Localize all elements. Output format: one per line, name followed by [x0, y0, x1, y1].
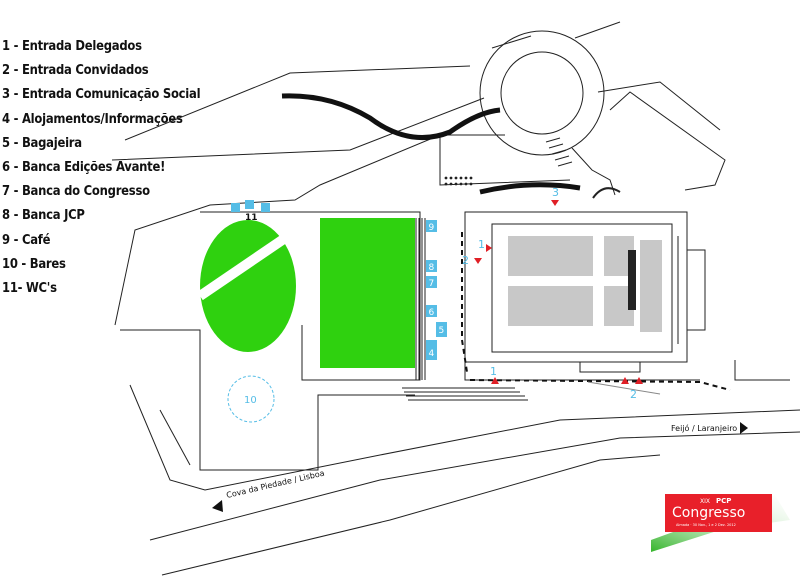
map-outlines: [111, 21, 800, 576]
arrow-east-icon: [740, 422, 748, 434]
legend-item-banca-edicoes-avante: 6 - Banca Edições Avante!: [2, 159, 166, 176]
ramp-north: [571, 147, 616, 196]
south-stairs: [402, 387, 528, 401]
roundabout-outer: [479, 30, 605, 156]
road-north-middle: [111, 97, 485, 161]
legend-item-banca-jcp: 8 - Banca JCP: [2, 207, 85, 224]
marker-2-south: 2: [630, 388, 637, 401]
marker-9-box: [426, 220, 437, 232]
logo-roman-numeral: XIX: [700, 498, 710, 505]
marker-3: 3: [552, 186, 559, 199]
field-area-outline: [200, 211, 421, 381]
marker-7: 7: [429, 279, 435, 289]
direction-east-label: Feijó / Laranjeiro: [671, 423, 737, 433]
marker-11: 11: [245, 213, 258, 223]
entrance-1-arrow: [486, 244, 492, 252]
stall-markers: 9 8 7 6 5 4: [426, 220, 447, 360]
marker-1-south: 1: [490, 365, 497, 378]
hall-south-porch: [579, 362, 641, 373]
marker-6-box: [426, 305, 437, 317]
oval-field-path: [197, 227, 297, 301]
parking-east: [609, 91, 726, 191]
marker-1-west: 1: [478, 238, 485, 251]
main-road-thick: [281, 93, 501, 140]
stage-block: [628, 250, 636, 310]
legend-item-bares: 10 - Bares: [2, 255, 66, 272]
curved-ramp: [592, 187, 621, 199]
entrance-2-south-arrow-b: [635, 377, 643, 384]
legend-item-entrada-comunicacao-social: 3 - Entrada Comunicação Social: [2, 86, 201, 103]
logo-party: PCP: [716, 497, 731, 505]
legend-item-bagajeira: 5 - Bagajeira: [2, 134, 82, 151]
marker-10: 10: [244, 395, 257, 406]
marker-8: 8: [429, 263, 435, 273]
green-rect-field: [320, 218, 415, 368]
access-road-thick: [479, 182, 581, 195]
legend-item-cafe: 9 - Café: [2, 231, 51, 248]
road-south-lane-1: [129, 384, 800, 491]
road-east-stub: [734, 360, 790, 381]
entrance-markers: [474, 200, 643, 384]
car-park-box: [439, 135, 571, 186]
marker-7-box: [426, 276, 437, 288]
road-south-lane-3: [161, 454, 661, 576]
logo-subtitle: Almada · 30 Nov., 1 e 2 Dez. 2012: [676, 523, 736, 527]
bleacher-lines: [415, 218, 426, 380]
bar-area-circle: [227, 375, 275, 423]
legend-item-banca-congresso: 7 - Banca do Congresso: [2, 183, 150, 200]
parking-north-west: [114, 134, 505, 326]
marker-8-box: [426, 260, 437, 272]
congress-logo: XIX PCP Congresso Almada · 30 Nov., 1 e …: [651, 494, 790, 552]
marker-4: 4: [429, 349, 435, 359]
wc-markers: [231, 200, 270, 212]
marker-2-west: 2: [462, 254, 469, 267]
bollard-dots: [444, 176, 473, 186]
entrance-3-arrow: [551, 200, 559, 206]
road-north-top: [491, 35, 532, 49]
direction-west-label: Cova da Piedade / Lisboa: [225, 469, 325, 500]
map-legend: 1 - Entrada Delegados 2 - Entrada Convid…: [2, 34, 233, 300]
arrow-west-icon: [212, 500, 223, 512]
stairs-north: [545, 137, 573, 167]
hall-seating: [508, 236, 662, 332]
marker-9: 9: [429, 223, 435, 233]
road-north-west: [124, 65, 471, 141]
entrance-1-south-arrow: [491, 377, 499, 384]
main-hall-building: [464, 211, 688, 363]
entrance-2-arrow: [474, 258, 482, 264]
lower-area-outline: [120, 329, 415, 471]
hall-south-wall: [464, 362, 700, 381]
roundabout-inner: [500, 51, 584, 135]
road-south-lane-2: [149, 431, 800, 541]
marker-5-box: [436, 322, 447, 337]
legend-item-entrada-delegados: 1 - Entrada Delegados: [2, 38, 142, 54]
legend-item-wcs: 11- WC's: [2, 280, 57, 297]
marker-5: 5: [439, 326, 445, 336]
main-hall-inner: [491, 223, 673, 353]
logo-red-panel: [665, 494, 772, 532]
entrance-path-south: [469, 379, 731, 391]
entrance-path-west: [461, 232, 468, 373]
road-north-east: [597, 81, 721, 131]
road-north-top-right: [574, 21, 621, 39]
logo-title: Congresso: [672, 505, 745, 521]
entrance-2-south-arrow-a: [621, 377, 629, 384]
marker-6: 6: [429, 308, 435, 318]
road-south-spur: [159, 409, 191, 466]
legend-item-entrada-convidados: 2 - Entrada Convidados: [2, 62, 149, 79]
ramp-south: [587, 381, 661, 395]
marker-4-box: [426, 340, 437, 360]
hall-east-annex: [687, 249, 706, 331]
legend-item-alojamentos-informacoes: 4 - Alojamentos/Informações: [2, 110, 183, 127]
